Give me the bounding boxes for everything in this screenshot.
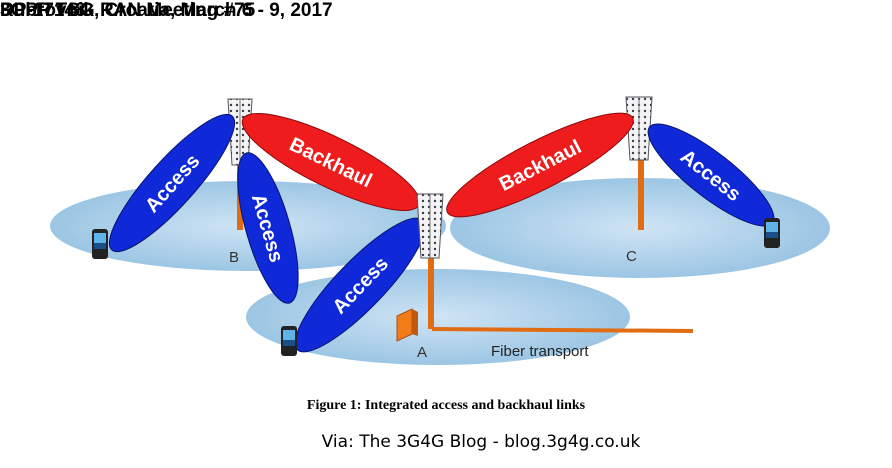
phone-icon-a (281, 326, 297, 356)
access-link-b-a: Access (237, 152, 299, 304)
phone-icon-b (92, 229, 108, 259)
node-label-c: C (626, 248, 637, 265)
node-label-a: A (417, 344, 427, 361)
phone-icon-c (764, 218, 780, 248)
source-credit: Via: The 3G4G Blog - blog.3g4g.co.uk (321, 432, 641, 452)
meeting-location: Dubrovnik, Croatia, March 6 - 9, 2017 (0, 0, 333, 21)
document-number: RP-17148 (0, 0, 86, 21)
tower-c-icon (625, 96, 653, 161)
node-label-b: B (229, 249, 239, 266)
figure-caption: Figure 1: Integrated access and backhaul… (306, 398, 586, 413)
fiber-transport-label: Fiber transport (491, 343, 589, 360)
fiber-line (431, 327, 694, 333)
meeting-title: 3GPP TSG RAN Meeting #75 (0, 0, 256, 21)
tower-a-icon (416, 193, 444, 259)
fiber-equipment-box (396, 308, 418, 342)
